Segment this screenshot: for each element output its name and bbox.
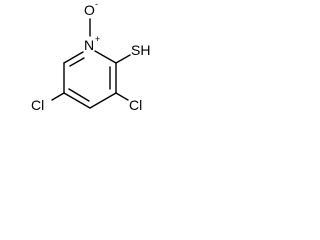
nitrogen-label: N xyxy=(84,37,94,53)
bond-c4-c5 xyxy=(63,92,91,109)
oxygen-charge: - xyxy=(95,0,98,9)
chlorine-right-label: Cl xyxy=(129,97,142,113)
chlorine-left-label: Cl xyxy=(31,97,44,113)
thiol-label: SH xyxy=(131,42,150,58)
nitrogen-charge: + xyxy=(95,34,100,44)
bond-c3-c4 xyxy=(89,92,117,109)
bond-c2-s xyxy=(115,54,131,64)
bond-n-c2 xyxy=(94,50,117,64)
bond-c5-cl xyxy=(51,92,65,101)
bond-c6-n-inner xyxy=(69,57,85,67)
molecule-structure-diagram: N + O - SH Cl Cl xyxy=(31,0,150,113)
bond-c4-c5-inner xyxy=(68,88,90,102)
bond-c3-cl xyxy=(115,92,129,101)
bond-c6-n xyxy=(63,51,84,64)
oxygen-label: O xyxy=(84,2,95,18)
